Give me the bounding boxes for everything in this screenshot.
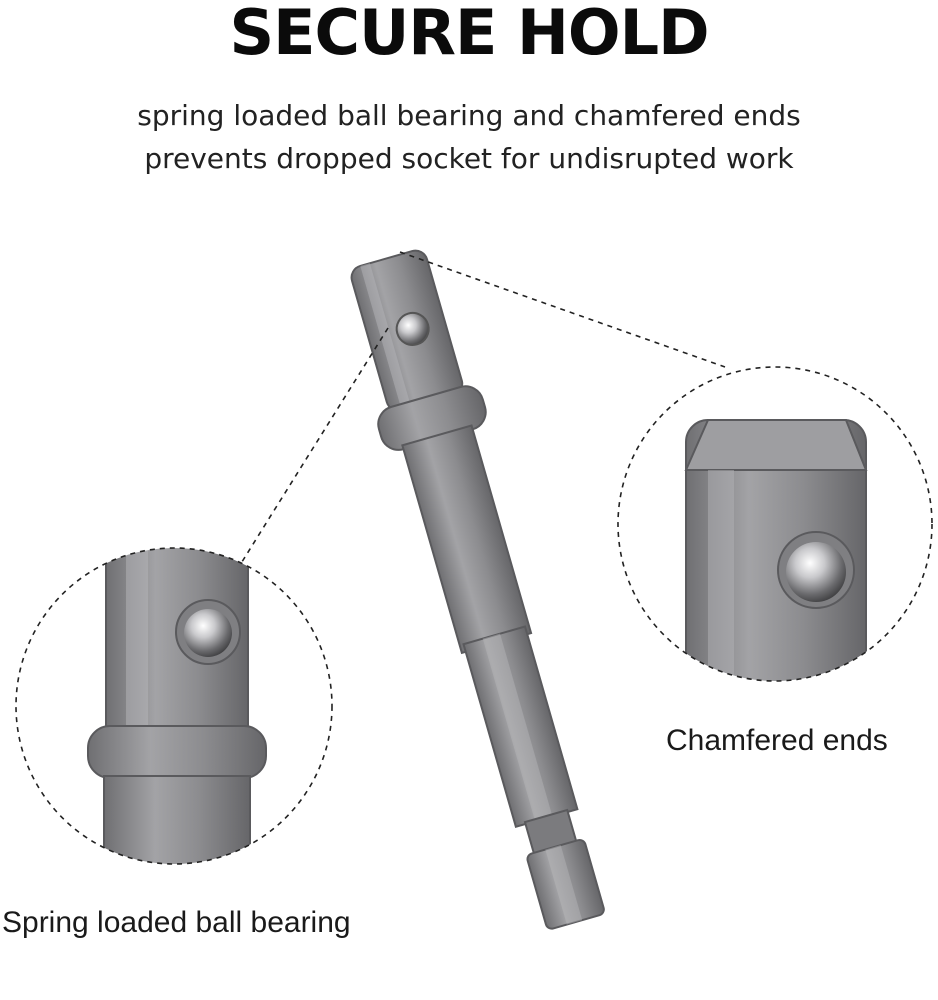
headline: SECURE HOLD	[229, 0, 709, 69]
ball-bearing-icon	[786, 542, 846, 602]
callout-label-spring-ball: Spring loaded ball bearing	[2, 906, 351, 939]
ball-bearing-icon	[395, 311, 430, 346]
callout-line-chamfer	[399, 251, 726, 368]
callout-line-spring	[239, 327, 389, 566]
description-line-1: spring loaded ball bearing and chamfered…	[137, 99, 801, 132]
ball-bearing-icon	[184, 609, 232, 657]
description-line-2: prevents dropped socket for undisrupted …	[144, 142, 794, 175]
adapter-bit	[350, 249, 605, 930]
callout-label-chamfered-ends: Chamfered ends	[666, 724, 888, 757]
zoom-circle-chamfered-ends	[617, 366, 933, 682]
zoom-circle-spring-ball	[15, 547, 333, 865]
